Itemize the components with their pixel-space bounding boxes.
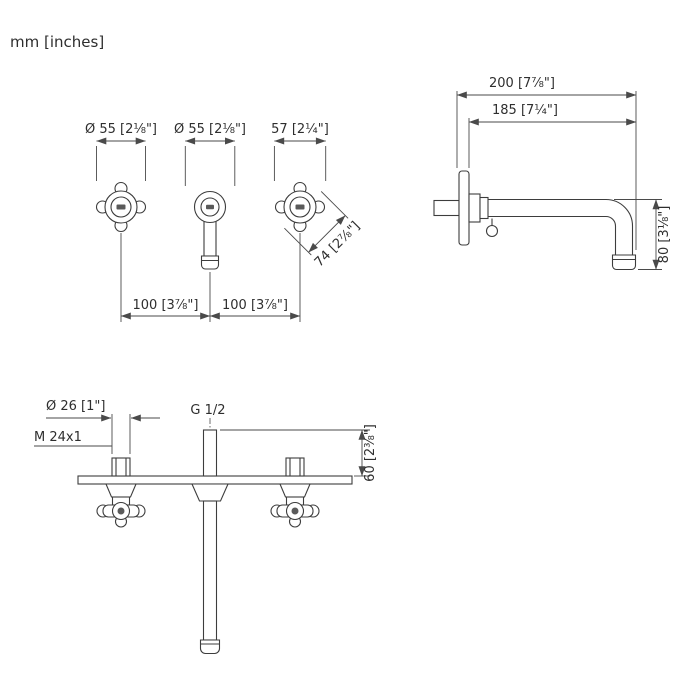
dim-label-right-handle: 57 [2¼"] <box>271 122 329 137</box>
spout-escutcheon <box>191 483 229 502</box>
dim-exposed-height: 60 [2⅜"] <box>220 424 378 482</box>
dim-label-pitch-right: 100 [3⅞"] <box>222 298 288 313</box>
label-spout-thread: G 1/2 <box>190 403 225 418</box>
set-screw-knob <box>485 224 499 238</box>
spout-bend-inner <box>605 215 617 227</box>
right-handle-logo <box>295 204 305 210</box>
right-valve-thread <box>285 457 305 477</box>
dim-spout-diameter: Ø 55 [2⅛"] <box>174 122 246 186</box>
dim-right-handle-width: 57 [2¼"] <box>271 122 329 181</box>
front-spout <box>193 190 227 270</box>
dim-label-height: 60 [2⅜"] <box>363 424 378 482</box>
dim-hole-pitch: 100 [3⅞"] 100 [3⅞"] <box>120 233 301 322</box>
side-spout-body <box>433 170 637 271</box>
front-view: Ø 55 [2⅛"] Ø 55 [2⅛"] 57 [2¼"] 74 [2⅞"] <box>85 122 363 322</box>
dim-label-left-handle: Ø 55 [2⅛"] <box>85 122 157 137</box>
dim-label-diagonal: 74 [2⅞"] <box>312 219 363 270</box>
dim-label-reach: 185 [7¼"] <box>492 103 558 118</box>
dim-label-spout: Ø 55 [2⅛"] <box>174 122 246 137</box>
spout-logo <box>206 204 214 210</box>
side-view: 200 [7⅞"] 185 [7¼"] 80 [3⅛"] <box>433 76 672 271</box>
left-valve-thread <box>111 457 131 477</box>
dim-label-total: 200 [7⅞"] <box>489 76 555 91</box>
side-aerator <box>611 254 637 271</box>
wall-flange <box>458 170 470 246</box>
dim-left-handle-diameter: Ø 55 [2⅛"] <box>85 122 157 181</box>
dim-spout-reach: 185 [7¼"] <box>468 103 637 168</box>
dim-label-hole: Ø 26 [1"] <box>46 399 105 414</box>
mounting-plate <box>77 475 353 485</box>
left-handle-logo <box>116 204 126 210</box>
dim-valve-hole: Ø 26 [1"] <box>46 399 160 454</box>
plan-left-valve <box>96 457 146 528</box>
units-label: mm [inches] <box>10 33 104 51</box>
dim-label-pitch-left: 100 [3⅞"] <box>133 298 199 313</box>
dim-label-drop: 80 [3⅛"] <box>657 206 672 264</box>
plan-view: Ø 26 [1"] M 24x1 G 1/2 60 [2⅜"] <box>34 399 378 655</box>
wall-anchor <box>433 199 460 217</box>
spout-aerator <box>200 255 220 270</box>
front-right-handle <box>274 181 326 233</box>
callout-valve-thread: M 24x1 <box>34 430 112 447</box>
dim-total-projection: 200 [7⅞"] <box>456 76 637 250</box>
front-left-handle <box>95 181 147 233</box>
plan-spout-column <box>191 418 229 655</box>
spout-bend-outer <box>605 198 634 227</box>
label-valve-thread: M 24x1 <box>34 430 82 445</box>
dim-spout-drop: 80 [3⅛"] <box>614 199 672 270</box>
plan-right-valve <box>270 457 320 528</box>
plan-spout-tip <box>199 639 221 655</box>
